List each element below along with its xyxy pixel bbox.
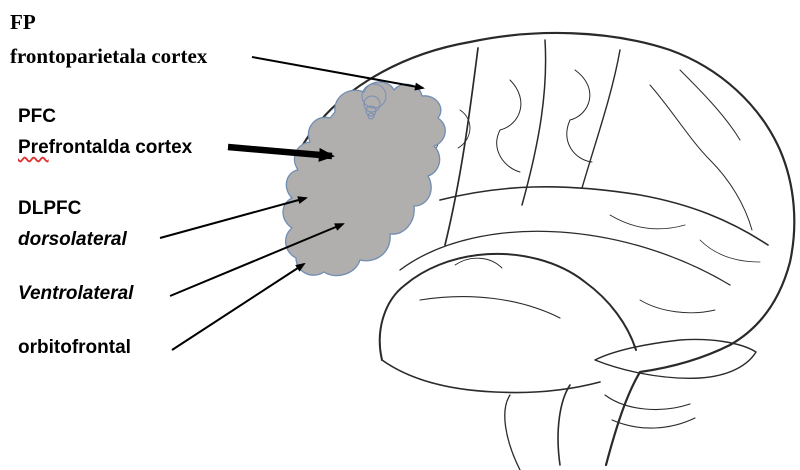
arrow-orbitofrontal bbox=[172, 264, 304, 350]
label-orbitofrontal: orbitofrontal bbox=[18, 337, 131, 359]
label-pfc-prefix: Pre bbox=[18, 137, 49, 158]
label-pfc-rest: frontalda cortex bbox=[49, 137, 193, 158]
label-fp-abbr: FP bbox=[10, 10, 36, 35]
label-fp-name: frontoparietala cortex bbox=[10, 44, 207, 69]
label-dlpfc-abbr: DLPFC bbox=[18, 198, 81, 220]
label-dlpfc-name: dorsolateral bbox=[18, 229, 127, 251]
label-pfc-abbr: PFC bbox=[18, 106, 56, 128]
prefrontal-region-highlight bbox=[283, 82, 445, 276]
label-pfc-name: Prefrontalda cortex bbox=[18, 137, 192, 159]
label-ventrolateral: Ventrolateral bbox=[18, 283, 133, 305]
arrow-fp bbox=[252, 57, 423, 88]
